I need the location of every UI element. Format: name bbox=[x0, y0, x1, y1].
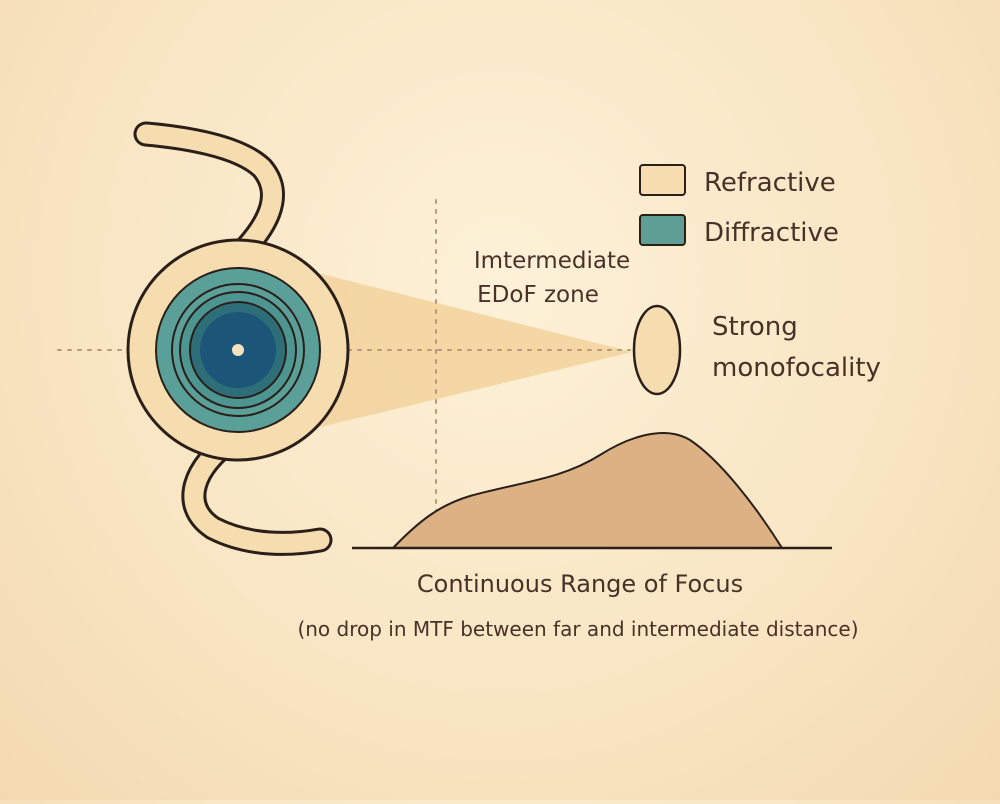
legend-refractive-label: Refractive bbox=[704, 168, 836, 198]
intermediate-label-line2: EDoF zone bbox=[477, 282, 599, 308]
focus-range-curve bbox=[393, 433, 782, 548]
legend-refractive-swatch bbox=[640, 165, 685, 195]
strong-label-line1: Strong bbox=[712, 312, 798, 342]
strong-label-line2: monofocality bbox=[712, 353, 881, 383]
center-dot bbox=[232, 344, 244, 356]
focus-ellipse bbox=[634, 306, 680, 394]
legend-diffractive-swatch bbox=[640, 215, 685, 245]
caption-title: Continuous Range of Focus bbox=[417, 570, 743, 598]
caption-subtitle: (no drop in MTF between far and intermed… bbox=[297, 617, 858, 641]
legend-diffractive-label: Diffractive bbox=[704, 218, 839, 248]
intermediate-label-line1: Imtermediate bbox=[474, 248, 630, 274]
